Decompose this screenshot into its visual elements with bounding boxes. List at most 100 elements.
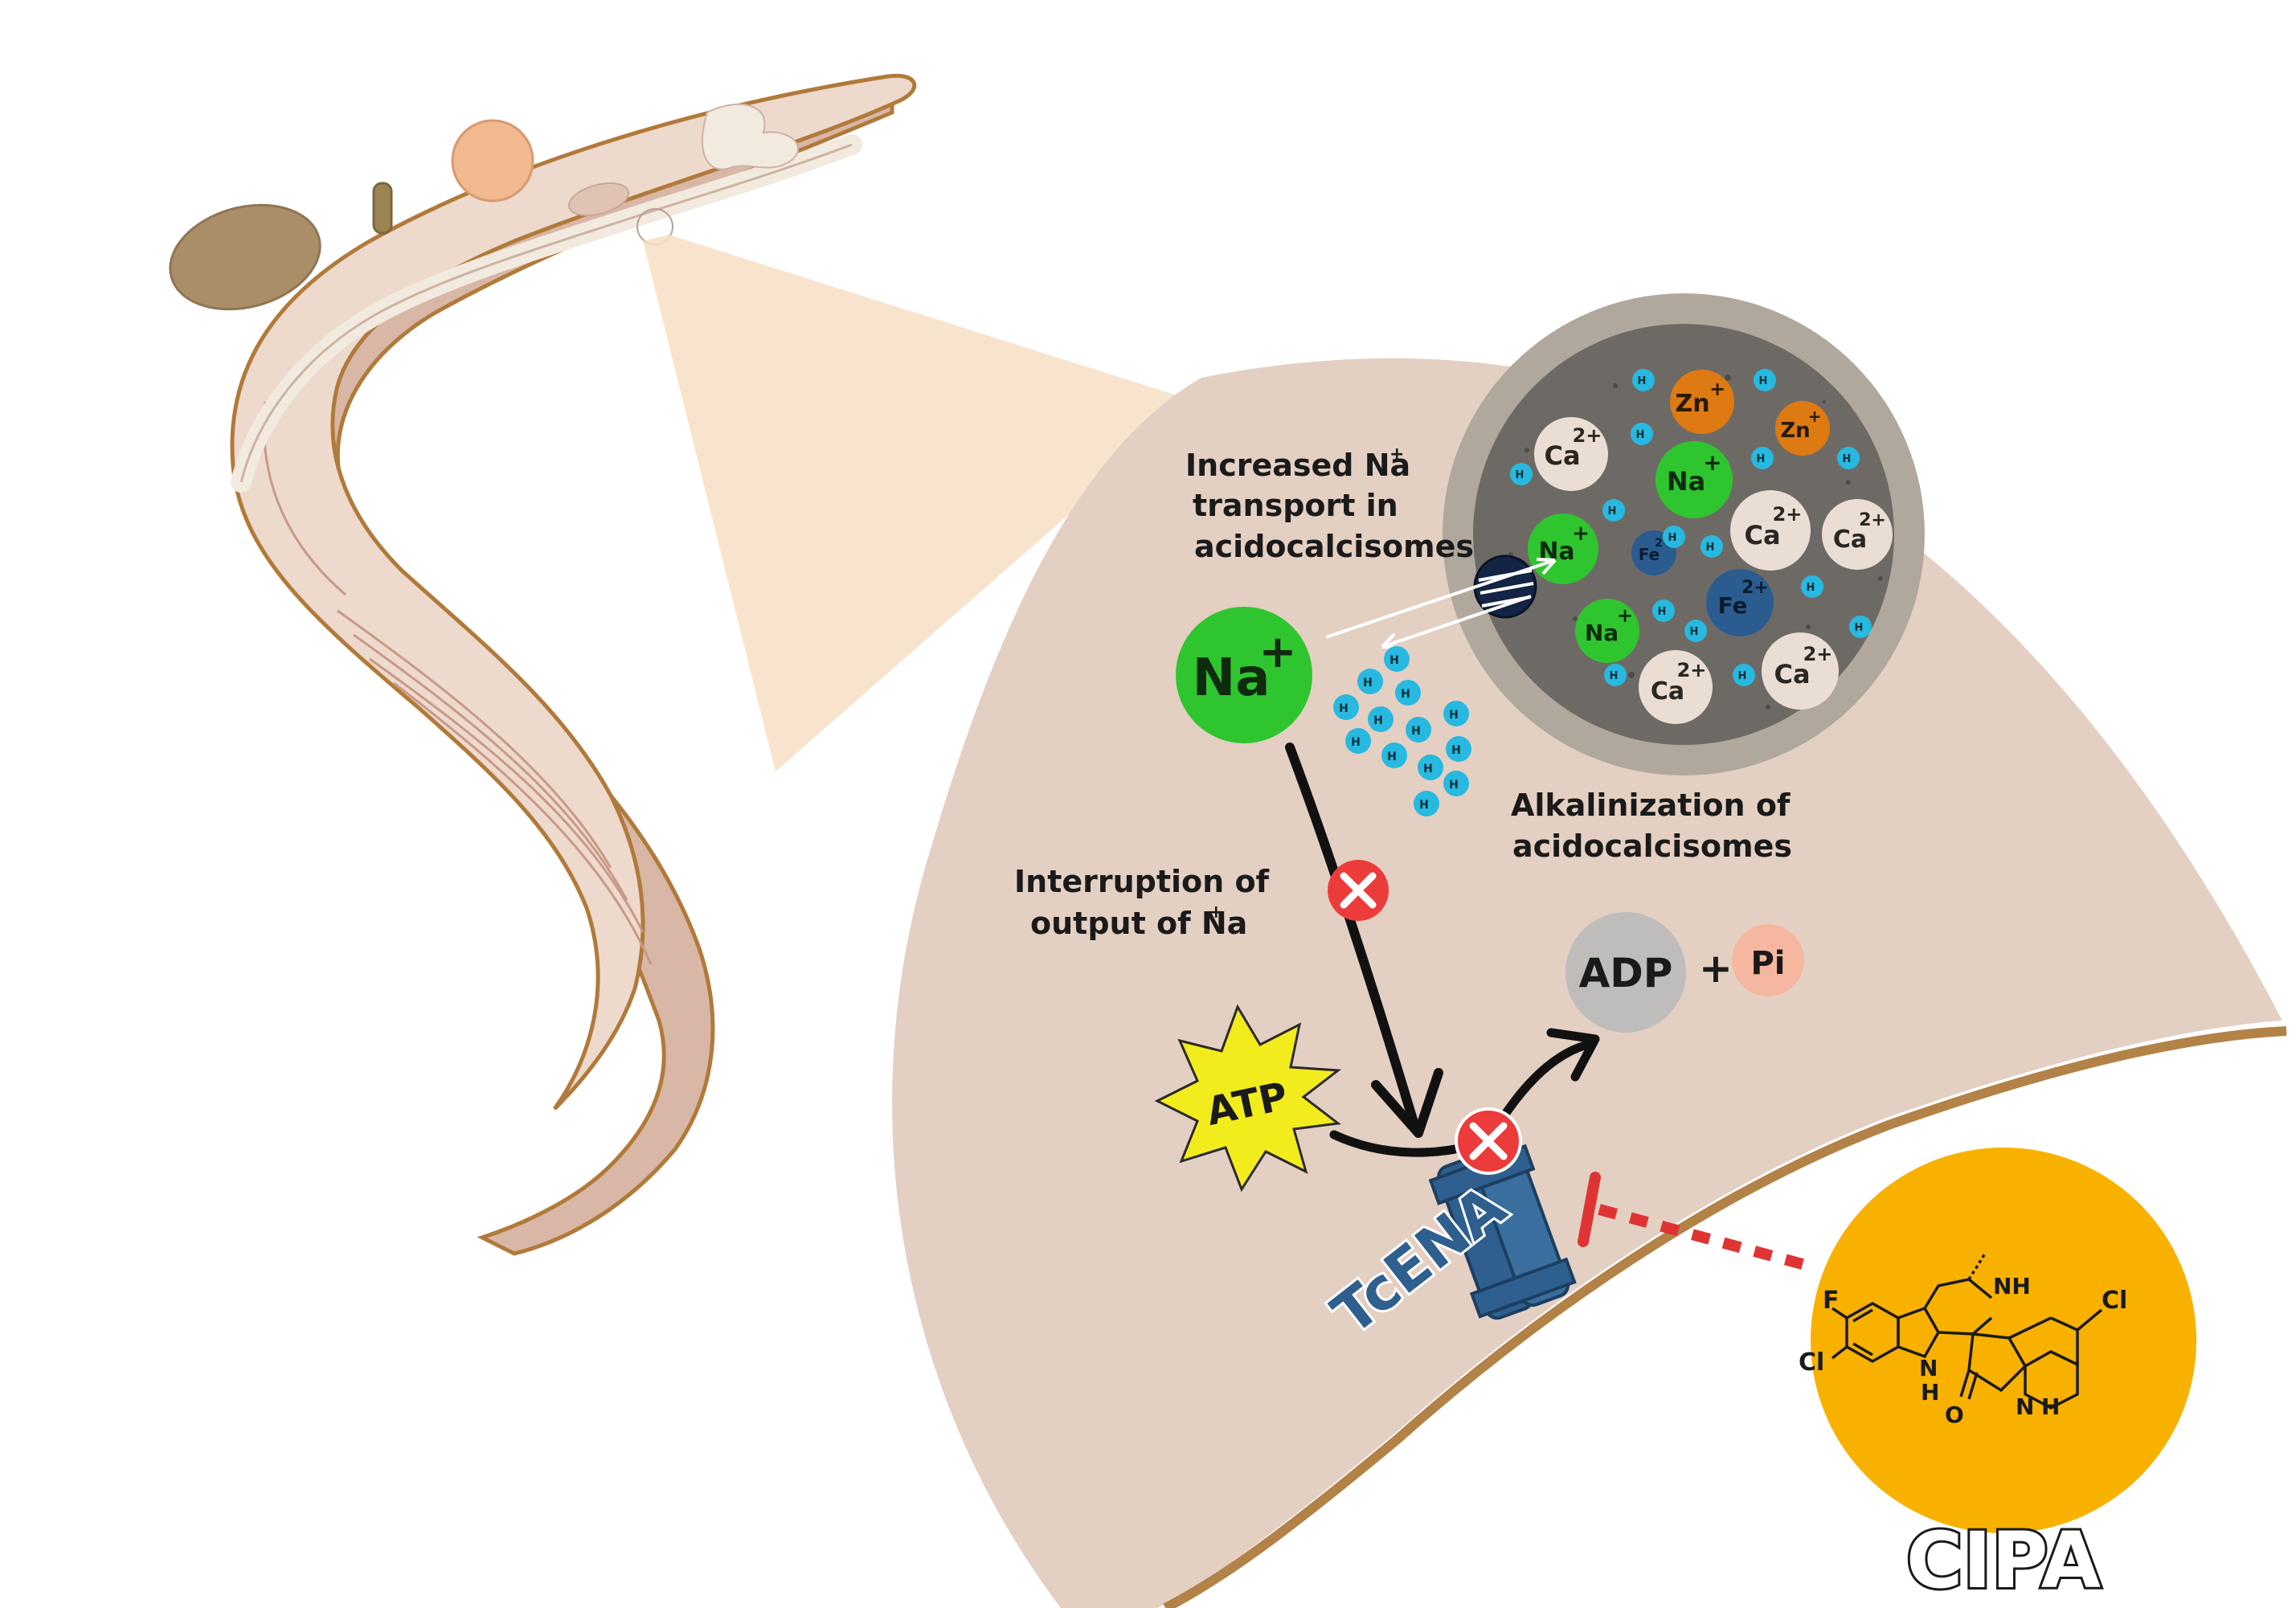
membrane-striations bbox=[263, 401, 653, 965]
svg-text:H: H bbox=[1423, 763, 1433, 775]
svg-text:2+: 2+ bbox=[1741, 578, 1769, 598]
svg-text:H: H bbox=[1387, 751, 1397, 763]
h-ion: H bbox=[1652, 599, 1675, 622]
svg-text:Ca: Ca bbox=[1544, 440, 1580, 471]
svg-text:H: H bbox=[1921, 1379, 1939, 1405]
svg-text:H: H bbox=[1757, 453, 1766, 465]
cipa-drug: F Cl Cl NH N H N H O CIPA bbox=[1799, 1148, 2196, 1608]
svg-text:H: H bbox=[1807, 582, 1815, 594]
na-influx-arrow bbox=[1325, 559, 1556, 639]
svg-text:+: + bbox=[1617, 604, 1633, 627]
h-ion: H bbox=[1663, 526, 1685, 548]
svg-text:Cl: Cl bbox=[1799, 1348, 1824, 1377]
svg-text:H: H bbox=[1855, 622, 1864, 634]
cell-membrane bbox=[1163, 1026, 2287, 1608]
svg-text:O: O bbox=[1945, 1401, 1964, 1428]
h-ion: H bbox=[1751, 447, 1774, 469]
trypanosome-cell bbox=[169, 73, 917, 1256]
adp-molecule: ADP bbox=[1565, 912, 1686, 1033]
h-ion: H bbox=[1357, 669, 1383, 694]
h-ion: H bbox=[1701, 535, 1723, 558]
svg-text:Zn: Zn bbox=[1675, 390, 1709, 418]
inhibit-x-transporter bbox=[1455, 1107, 1522, 1175]
ion-zn-1: Zn + bbox=[1670, 370, 1734, 434]
svg-text:F: F bbox=[1823, 1287, 1840, 1315]
ion-ca-2: Ca 2+ bbox=[1730, 490, 1811, 571]
svg-text:Cl: Cl bbox=[2102, 1287, 2127, 1315]
ion-ca-4: Ca 2+ bbox=[1762, 632, 1839, 710]
svg-text:Na: Na bbox=[1585, 620, 1619, 646]
svg-text:acidocalcisomes: acidocalcisomes bbox=[1512, 829, 1792, 864]
svg-text:N: N bbox=[1919, 1355, 1938, 1381]
h-ion: H bbox=[1837, 447, 1860, 469]
h-ion: H bbox=[1446, 736, 1471, 762]
h-ion: H bbox=[1406, 717, 1431, 743]
kinetoplast bbox=[372, 182, 393, 235]
pi-molecule: Pi bbox=[1732, 924, 1804, 996]
ion-na-inner-3: Na + bbox=[1575, 599, 1639, 663]
label-interruption: Interruption of output of Na + bbox=[1014, 864, 1270, 941]
svg-text:Ca: Ca bbox=[1833, 526, 1867, 554]
ion-ca-5: Ca 2+ bbox=[1639, 650, 1713, 724]
lumen-speckles bbox=[1508, 374, 1883, 710]
zoom-cone bbox=[643, 235, 1197, 771]
h-ion: H bbox=[1684, 620, 1707, 642]
h-ion: H bbox=[1733, 664, 1755, 686]
svg-text:acidocalcisomes: acidocalcisomes bbox=[1194, 529, 1474, 564]
h-ions-cytoplasm: H H H H H H H H H H H H H bbox=[1333, 646, 1471, 816]
h-ion: H bbox=[1418, 755, 1443, 780]
cipa-structure bbox=[1831, 1253, 2103, 1410]
svg-text:H: H bbox=[1363, 677, 1373, 689]
svg-text:Alkalinization of: Alkalinization of bbox=[1511, 788, 1791, 823]
svg-text:Na: Na bbox=[1538, 538, 1574, 566]
ion-na-inner-2: Na + bbox=[1528, 513, 1598, 584]
h-ions-inner: H H H H H H H H H H H H H H H H bbox=[1510, 369, 1872, 686]
plus-sign: + bbox=[1699, 945, 1733, 992]
svg-text:2+: 2+ bbox=[1573, 424, 1602, 447]
svg-text:+: + bbox=[1703, 449, 1721, 476]
h-ion: H bbox=[1631, 423, 1653, 445]
ion-ca-3: Ca 2+ bbox=[1822, 499, 1893, 570]
reservoir bbox=[702, 103, 800, 170]
svg-text:H: H bbox=[1449, 709, 1459, 722]
h-ion: H bbox=[1381, 743, 1407, 768]
svg-text:H: H bbox=[1516, 469, 1525, 481]
svg-text:Increased Na: Increased Na bbox=[1185, 448, 1410, 483]
h-ion: H bbox=[1368, 706, 1394, 732]
svg-text:H: H bbox=[1411, 725, 1421, 738]
svg-text:H: H bbox=[1610, 670, 1619, 682]
svg-text:H: H bbox=[2041, 1393, 2060, 1420]
svg-text:2+: 2+ bbox=[1859, 510, 1886, 530]
svg-text:Pi: Pi bbox=[1750, 945, 1785, 982]
svg-text:2+: 2+ bbox=[1803, 643, 1833, 665]
svg-text:ADP: ADP bbox=[1579, 950, 1673, 996]
drug-circle bbox=[1811, 1148, 2196, 1533]
svg-text:H: H bbox=[1668, 532, 1677, 544]
svg-text:N: N bbox=[2016, 1393, 2034, 1420]
h-ion: H bbox=[1333, 694, 1359, 720]
ion-ca-1: Ca 2+ bbox=[1534, 417, 1608, 491]
h-ion: H bbox=[1510, 463, 1533, 485]
acidocalcisome-na-channel bbox=[1473, 554, 1537, 619]
h-ion: H bbox=[1632, 369, 1655, 391]
flagellar-canal-outline bbox=[239, 143, 853, 483]
svg-text:Interruption of: Interruption of bbox=[1014, 864, 1270, 899]
inhibition-line bbox=[1578, 1172, 1810, 1271]
drug-name: CIPA bbox=[1906, 1516, 2101, 1606]
svg-text:H: H bbox=[1351, 736, 1361, 749]
svg-text:Na: Na bbox=[1193, 649, 1271, 708]
svg-text:H: H bbox=[1690, 626, 1699, 638]
svg-text:+: + bbox=[1808, 407, 1822, 426]
svg-text:+: + bbox=[1709, 378, 1725, 400]
svg-text:+: + bbox=[1209, 902, 1223, 923]
h-ion: H bbox=[1414, 791, 1439, 816]
inhibit-x-na-output bbox=[1328, 860, 1389, 921]
svg-text:2+: 2+ bbox=[1677, 659, 1707, 681]
svg-text:H: H bbox=[1843, 453, 1852, 465]
svg-text:H: H bbox=[1738, 670, 1747, 682]
svg-text:transport in: transport in bbox=[1193, 488, 1398, 523]
svg-text:H: H bbox=[1638, 375, 1647, 387]
svg-text:H: H bbox=[1389, 654, 1399, 667]
svg-text:Ca: Ca bbox=[1651, 677, 1684, 706]
